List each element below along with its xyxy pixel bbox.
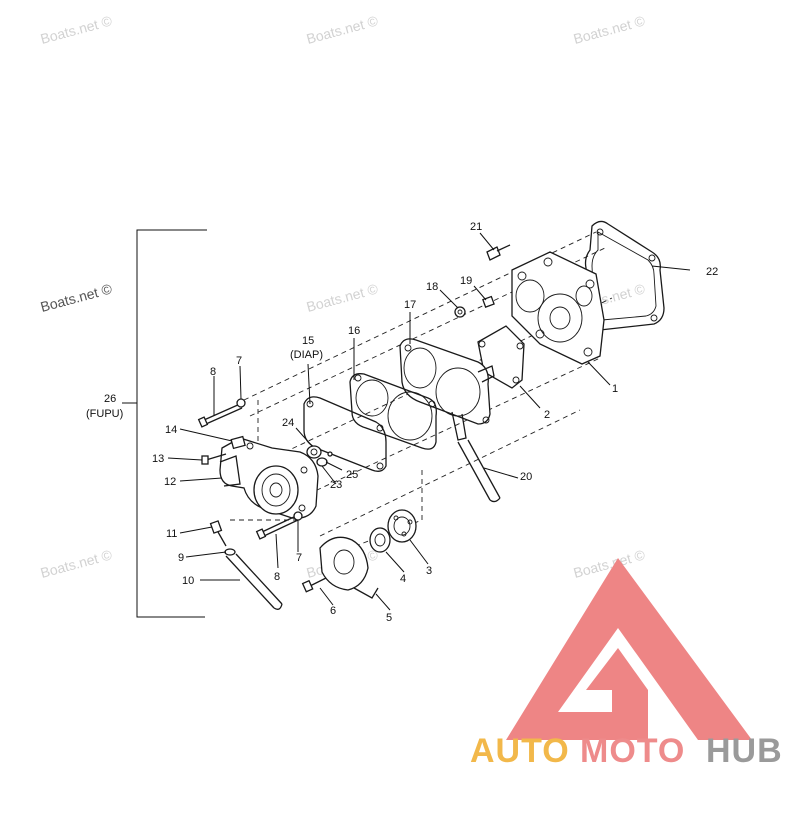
callout-4: 4 [400,573,406,585]
nut-7-lower [293,511,303,521]
callout-8-upper: 8 [210,366,216,378]
callout-7-upper: 7 [236,355,242,367]
callout-labels: 1 2 3 4 5 6 7 7 8 8 9 10 11 12 13 14 15 … [86,221,718,624]
callout-21: 21 [470,221,482,233]
logo-text-moto: MOTO [580,732,685,770]
watermark-text: Boats.net © [39,280,115,315]
fitting-11 [209,520,227,547]
plate-23 [316,457,328,467]
spring-24 [306,445,322,459]
automotohub-logo: AUTO MOTO HUB [470,558,783,770]
hose-20 [457,439,501,503]
callout-14: 14 [165,424,177,436]
fitting-14 [230,435,246,450]
logo-text-auto: AUTO [470,732,570,770]
callout-8-lower: 8 [274,571,280,583]
plate-3 [387,509,417,543]
callout-17: 17 [404,299,416,311]
watermark-text: Boats.net © [39,12,115,47]
callout-1: 1 [612,383,618,395]
pin-25 [327,451,333,457]
callout-15-sub: (DIAP) [290,349,323,361]
watermark-text: Boats.net © [572,12,648,47]
callout-12: 12 [164,476,176,488]
callout-3: 3 [426,565,432,577]
screw-21 [486,244,511,261]
callout-16: 16 [348,325,360,337]
hose-10 [225,553,283,610]
pump-housing-12 [219,437,319,519]
clamp-9 [224,548,236,556]
logo-text-hub: HUB [706,732,783,770]
valve-body-17 [399,338,495,441]
gasket-16 [349,373,437,450]
callout-5: 5 [386,612,392,624]
logo-mark-icon [506,558,752,740]
watermark-text: Boats.net © [305,12,381,47]
callout-23: 23 [330,479,342,491]
callout-2: 2 [544,409,550,421]
callout-15: 15 [302,335,314,347]
bolt-8-lower [255,515,299,540]
callout-10: 10 [182,575,194,587]
callout-25: 25 [346,469,358,481]
callout-7-lower: 7 [296,552,302,564]
seal-4 [369,527,391,553]
callout-13: 13 [152,453,164,465]
pump-body-1 [511,251,605,365]
callout-26: 26 [104,393,116,405]
callout-6: 6 [330,605,336,617]
assembly-bracket [122,229,207,618]
callout-18: 18 [426,281,438,293]
bolt-8-upper [197,403,243,428]
callout-19: 19 [460,275,472,287]
nut-7-upper [236,398,246,408]
washer-18 [454,306,466,318]
watermark-text: Boats.net © [39,546,115,581]
leader-lines [167,232,691,611]
callout-9: 9 [178,552,184,564]
diaphragm-15 [303,396,387,472]
callout-11: 11 [166,528,177,540]
callout-22: 22 [706,266,718,278]
callout-20: 20 [520,471,532,483]
callout-26-sub: (FUPU) [86,408,123,420]
gasket-22 [584,220,665,331]
cover-5 [319,536,379,599]
screw-6 [301,577,327,593]
callout-24: 24 [282,417,294,429]
watermark-text: Boats.net © [305,280,381,315]
